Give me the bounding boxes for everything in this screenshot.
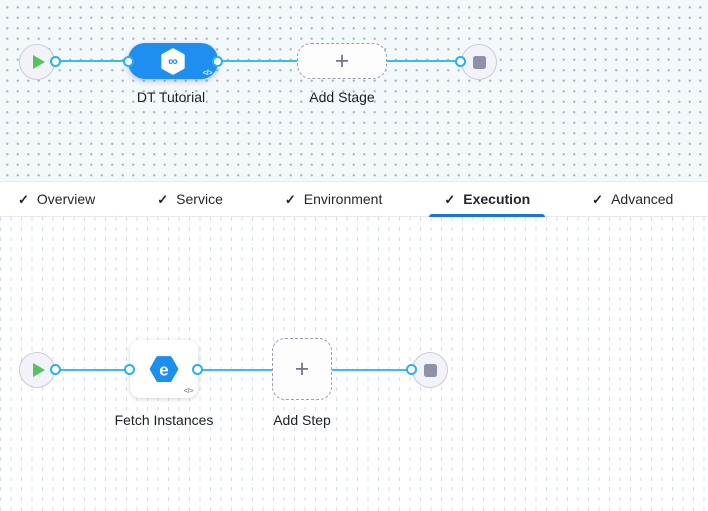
check-icon: ✓	[284, 191, 296, 207]
connector-edge	[332, 369, 407, 371]
connector-port[interactable]	[212, 56, 223, 67]
tab-label: Environment	[303, 191, 383, 207]
infinity-icon: ∞	[168, 53, 178, 68]
tab-overview[interactable]: ✓ Overview	[3, 182, 110, 216]
connector-port[interactable]	[455, 56, 466, 67]
execution-end-node	[412, 352, 448, 388]
check-icon: ✓	[444, 191, 456, 207]
connector-port[interactable]	[192, 364, 203, 375]
connector-edge	[198, 369, 272, 371]
tab-environment[interactable]: ✓ Environment	[270, 182, 398, 216]
connector-port[interactable]	[406, 364, 417, 375]
plus-icon: +	[334, 46, 350, 75]
connector-port[interactable]	[123, 56, 134, 67]
tab-label: Execution	[463, 191, 531, 207]
fetch-instances-icon: e	[149, 356, 179, 382]
pipeline-start-node	[19, 44, 55, 80]
pipeline-end-node	[461, 44, 497, 80]
tab-label: Service	[176, 191, 223, 207]
step-e-glyph: e	[159, 360, 168, 379]
stage-node-dt-tutorial[interactable]: ∞ </>	[128, 43, 218, 79]
stop-icon	[472, 55, 486, 69]
step-node-label: Fetch Instances	[114, 412, 214, 428]
connector-edge	[55, 369, 130, 371]
execution-start-node	[19, 352, 55, 388]
play-icon	[33, 55, 45, 69]
stop-icon	[423, 363, 437, 377]
plus-icon: +	[294, 354, 310, 383]
stage-graph-canvas[interactable]: ∞ </> + DT Tutorial Add Stage	[0, 0, 708, 181]
tab-execution[interactable]: ✓ Execution	[429, 182, 545, 217]
cd-hexagon-icon: ∞	[161, 47, 185, 75]
tab-label: Advanced	[611, 191, 674, 207]
stage-node-label: DT Tutorial	[136, 89, 206, 105]
step-node-fetch-instances[interactable]: e </>	[130, 340, 198, 398]
add-step-label: Add Step	[273, 412, 331, 428]
code-icon: </>	[183, 386, 194, 395]
check-icon: ✓	[157, 191, 169, 207]
connector-edge	[218, 60, 297, 62]
connector-port[interactable]	[124, 364, 135, 375]
add-stage-label: Add Stage	[309, 89, 375, 105]
tab-service[interactable]: ✓ Service	[142, 182, 238, 216]
play-icon	[33, 363, 45, 377]
check-icon: ✓	[592, 191, 604, 207]
connector-edge	[55, 60, 128, 62]
tab-advanced[interactable]: ✓ Advanced	[577, 182, 688, 216]
add-stage-button[interactable]: +	[297, 43, 387, 79]
add-step-button[interactable]: +	[272, 338, 332, 400]
check-icon: ✓	[18, 191, 29, 207]
connector-edge	[387, 60, 461, 62]
code-icon: </>	[202, 68, 213, 77]
execution-graph-canvas[interactable]: e </> + Fetch Instances Add Step	[0, 217, 708, 511]
tab-label: Overview	[36, 191, 96, 207]
connector-port[interactable]	[50, 364, 61, 375]
connector-port[interactable]	[50, 56, 61, 67]
stage-config-tabbar: ✓ Overview ✓ Service ✓ Environment ✓ Exe…	[0, 181, 708, 217]
